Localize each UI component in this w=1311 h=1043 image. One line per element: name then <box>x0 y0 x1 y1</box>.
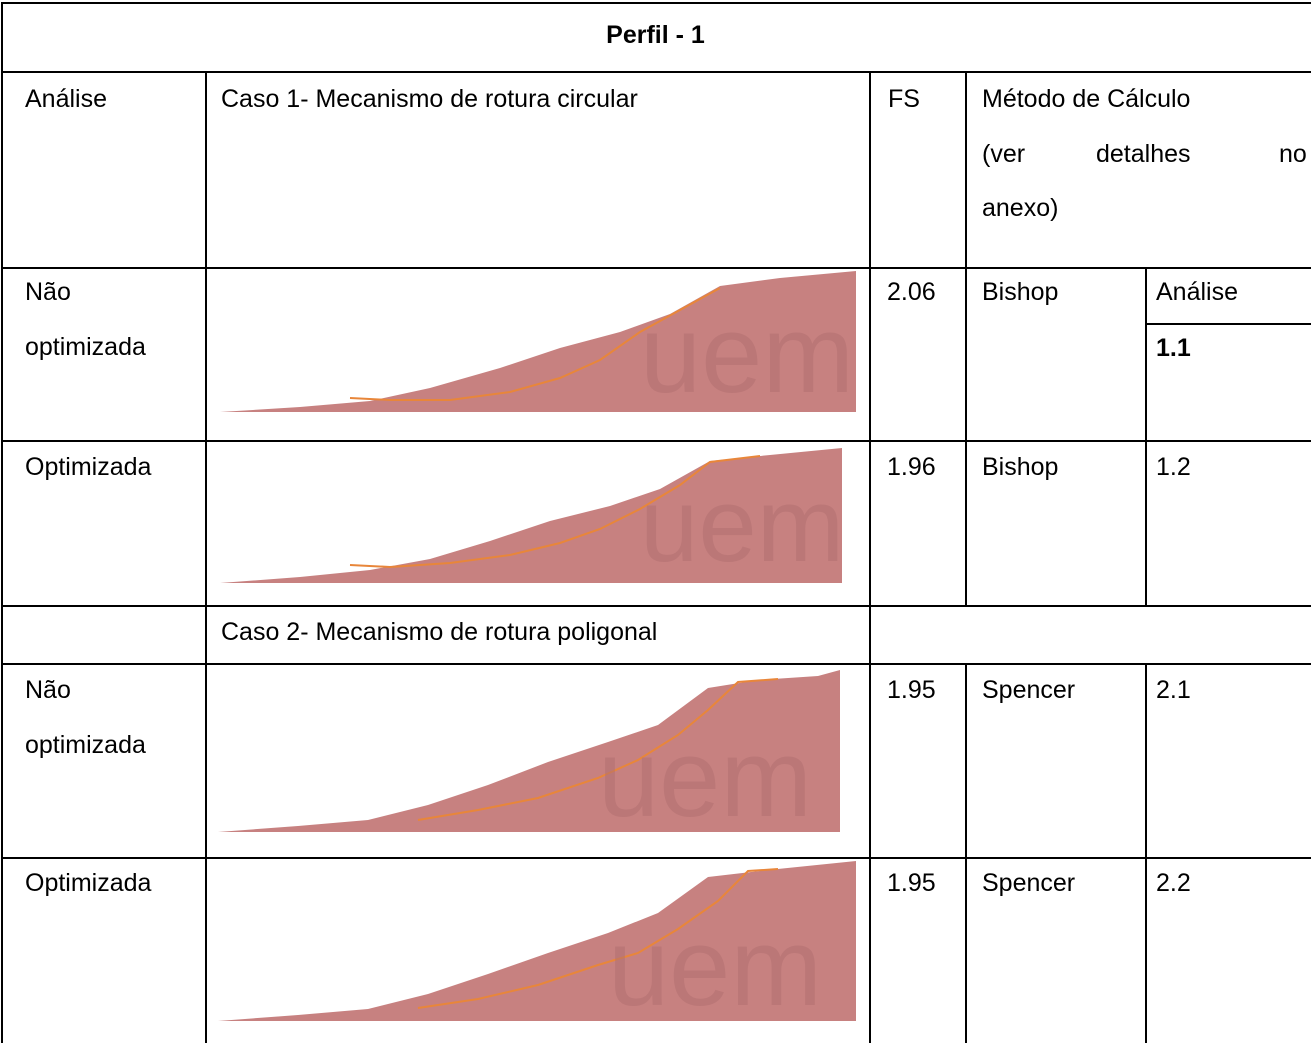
row-method: Spencer <box>982 869 1076 897</box>
slope-body <box>220 448 842 583</box>
slope-figure: uem <box>218 861 856 1026</box>
watermark: uem <box>598 717 812 833</box>
slope-body <box>218 670 840 832</box>
slope-body <box>220 271 856 412</box>
table-row-divider <box>1 605 1311 607</box>
table-row-divider <box>1 71 1311 73</box>
row-fs-value: 1.96 <box>887 453 936 481</box>
table-column-divider <box>965 71 967 607</box>
watermark: uem <box>640 293 854 414</box>
row-analise-label: Optimizada <box>25 453 152 481</box>
row-ref-label: Análise <box>1156 278 1238 306</box>
header-metodo-ver: (ver <box>982 140 1026 168</box>
table-row-divider <box>1 440 1311 442</box>
row-method: Spencer <box>982 676 1076 704</box>
slope-figure: uem <box>220 270 856 414</box>
slip-surface-line <box>349 455 761 569</box>
row-fs-value: 1.95 <box>887 869 936 897</box>
table-row-divider <box>1 267 1311 269</box>
row-analise-label: Não <box>25 278 71 306</box>
table-column-divider <box>1145 663 1147 1043</box>
table-row-divider <box>1147 323 1311 325</box>
slope-body <box>218 861 856 1021</box>
table-title: Perfil - 1 <box>606 21 705 49</box>
slip-surface-line <box>417 678 779 821</box>
header-metodo-line3: anexo) <box>982 194 1059 222</box>
slip-surface-line <box>349 287 721 401</box>
table-column-divider <box>965 663 967 1043</box>
table-row-divider <box>1 857 1311 859</box>
row-fs-value: 1.95 <box>887 676 936 704</box>
row-ref-number: 1.1 <box>1156 334 1191 362</box>
header-metodo-line1: Método de Cálculo <box>982 85 1191 113</box>
row-analise-label: Não <box>25 676 71 704</box>
slope-figure: uem <box>218 670 840 833</box>
row-analise-label: Optimizada <box>25 869 152 897</box>
row-ref-number: 2.1 <box>1156 676 1191 704</box>
header-caso1: Caso 1- Mecanismo de rotura circular <box>221 85 638 113</box>
table-border-top <box>1 2 1311 4</box>
watermark: uem <box>608 906 822 1026</box>
row-ref-number: 2.2 <box>1156 869 1191 897</box>
watermark: uem <box>640 467 842 584</box>
header-metodo-no: no <box>1279 140 1307 168</box>
header-metodo-detalhes: detalhes <box>1096 140 1191 168</box>
table-border-left <box>1 2 3 1043</box>
row-method: Bishop <box>982 453 1059 481</box>
row-ref-number: 1.2 <box>1156 453 1191 481</box>
header-fs: FS <box>888 85 920 113</box>
caso2-label: Caso 2- Mecanismo de rotura poligonal <box>221 618 658 646</box>
header-analise: Análise <box>25 85 107 113</box>
row-fs-value: 2.06 <box>887 278 936 306</box>
row-analise-label: optimizada <box>25 333 146 361</box>
row-analise-label: optimizada <box>25 731 146 759</box>
table-column-divider <box>1145 267 1147 607</box>
slope-figure: uem <box>220 447 842 584</box>
table-column-divider <box>205 71 207 1043</box>
table-column-divider <box>869 71 871 1043</box>
row-method: Bishop <box>982 278 1059 306</box>
slip-surface-line <box>417 868 779 1009</box>
table-row-divider <box>1 663 1311 665</box>
